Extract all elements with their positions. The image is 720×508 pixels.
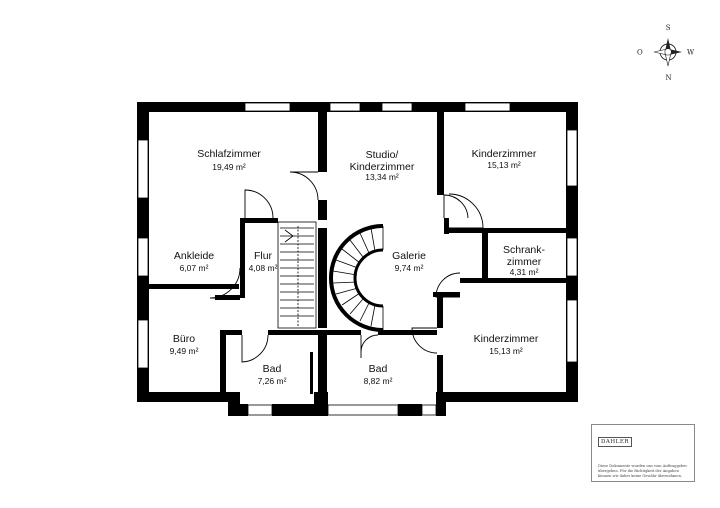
compass-south-label: S <box>666 24 671 32</box>
room-schlafzimmer-area: 19,49 m² <box>212 162 246 172</box>
room-buero-area: 9,49 m² <box>170 346 199 356</box>
room-bad-2-label: Bad <box>369 363 388 375</box>
room-kinderzimmer-2-label: Kinderzimmer <box>474 333 539 345</box>
room-bad-1-label: Bad <box>263 363 282 375</box>
room-labels: Schlafzimmer 19,49 m² Studio/ Kinderzimm… <box>170 148 546 386</box>
compass-north-label: N <box>666 74 672 82</box>
room-ankleide-area: 6,07 m² <box>180 263 209 273</box>
compass-rose: S N O W <box>637 24 695 82</box>
room-kinderzimmer-1-label: Kinderzimmer <box>472 148 537 160</box>
room-flur-area: 4,08 m² <box>249 263 278 273</box>
compass-west-label: W <box>687 49 695 57</box>
room-kinderzimmer-2-area: 15,13 m² <box>489 346 523 356</box>
windows <box>137 102 578 416</box>
brand-logo: DAHLER <box>598 437 632 447</box>
staircase-spiral <box>329 224 384 332</box>
room-flur-label: Flur <box>254 250 273 262</box>
room-schrankzimmer-area: 4,31 m² <box>510 267 539 277</box>
disclaimer-text: Diese Dokumente wurden uns vom Auftragge… <box>598 464 688 478</box>
room-studio-area: 13,34 m² <box>365 172 399 182</box>
room-schrankzimmer-label-2: zimmer <box>507 256 542 268</box>
door-swings <box>209 171 484 363</box>
disclaimer-box: DAHLER Diese Dokumente wurden uns vom Au… <box>591 424 695 482</box>
room-studio-label: Studio/ <box>366 149 399 161</box>
room-buero-label: Büro <box>173 333 195 345</box>
room-kinderzimmer-1-area: 15,13 m² <box>487 160 521 170</box>
staircase-left <box>277 221 317 329</box>
room-schrankzimmer-label: Schrank- <box>503 244 546 256</box>
room-bad-2-area: 8,82 m² <box>364 376 393 386</box>
compass-east-label: O <box>637 49 643 57</box>
interior-walls <box>149 110 566 396</box>
room-galerie-area: 9,74 m² <box>395 263 424 273</box>
room-galerie-label: Galerie <box>392 250 426 262</box>
room-studio-label-2: Kinderzimmer <box>350 161 415 173</box>
room-schlafzimmer-label: Schlafzimmer <box>197 148 261 160</box>
room-bad-1-area: 7,26 m² <box>258 376 287 386</box>
room-ankleide-label: Ankleide <box>174 250 214 262</box>
